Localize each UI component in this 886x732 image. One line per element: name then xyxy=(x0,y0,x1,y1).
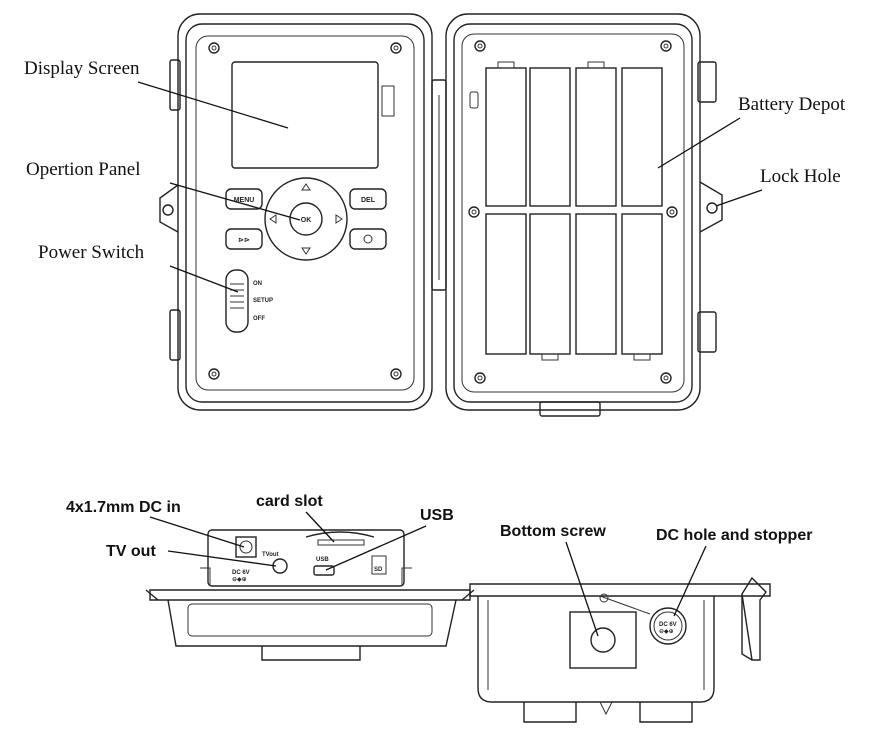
label-display-screen: Display Screen xyxy=(24,58,140,79)
svg-text:MENU: MENU xyxy=(234,197,255,204)
play-button: ⊳⊳ xyxy=(225,228,263,250)
svg-text:⊳⊳: ⊳⊳ xyxy=(238,237,250,244)
svg-text:TVout: TVout xyxy=(262,552,279,558)
display-screen xyxy=(231,61,379,169)
svg-text:DC 6V: DC 6V xyxy=(659,622,677,628)
label-battery-depot: Battery Depot xyxy=(738,94,846,115)
label-operation-panel: Opertion Panel xyxy=(26,159,141,180)
lock-hole xyxy=(706,202,718,214)
front-right-panel xyxy=(445,13,723,417)
front-left-panel: MENU ⊳⊳ DEL OK xyxy=(159,13,433,411)
label-power-switch: Power Switch xyxy=(38,242,145,263)
svg-text:ON: ON xyxy=(253,281,262,287)
del-button: DEL xyxy=(349,188,387,210)
bottom-screw xyxy=(569,611,637,669)
svg-text:OFF: OFF xyxy=(253,316,265,322)
label-dc-in: 4x1.7mm DC in xyxy=(66,499,181,516)
label-tv-out: TV out xyxy=(106,543,156,560)
svg-text:SD: SD xyxy=(374,567,383,573)
screw-icon xyxy=(468,40,678,384)
bottom-left-view: TVout USB DC 6V ⊖◆⊕ SD xyxy=(145,529,475,661)
svg-text:DEL: DEL xyxy=(361,197,376,204)
direction-pad: OK xyxy=(264,177,348,261)
svg-text:DC 6V: DC 6V xyxy=(232,570,250,576)
hinge xyxy=(431,79,447,291)
shot-button xyxy=(349,228,387,250)
dc-hole-stopper: DC 6V ⊖◆⊕ xyxy=(599,593,687,645)
label-bottom-screw: Bottom screw xyxy=(500,523,606,540)
label-dc-hole: DC hole and stopper xyxy=(656,527,812,544)
power-switch: ON SETUP OFF xyxy=(225,269,273,333)
svg-text:⊖◆⊕: ⊖◆⊕ xyxy=(232,577,247,583)
screw-icon xyxy=(208,42,402,380)
label-usb: USB xyxy=(420,507,454,524)
svg-text:OK: OK xyxy=(301,217,312,224)
bottom-right-view: DC 6V ⊖◆⊕ xyxy=(469,576,771,723)
svg-text:SETUP: SETUP xyxy=(253,298,273,304)
svg-text:⊖◆⊕: ⊖◆⊕ xyxy=(659,629,674,635)
label-lock-hole: Lock Hole xyxy=(760,166,841,187)
svg-text:USB: USB xyxy=(316,557,329,563)
label-card-slot: card slot xyxy=(256,493,323,510)
menu-button: MENU xyxy=(225,188,263,210)
battery-depot xyxy=(485,61,663,361)
